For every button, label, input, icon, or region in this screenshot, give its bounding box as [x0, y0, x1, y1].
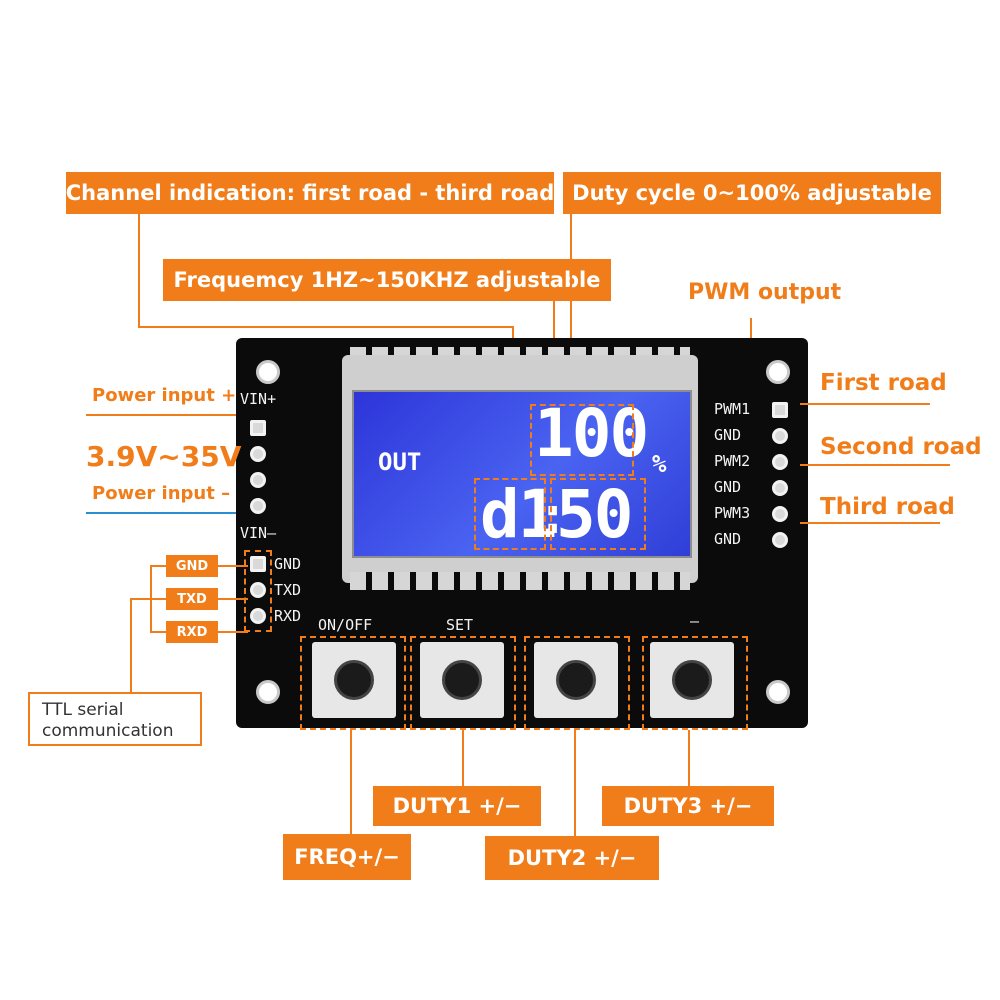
serial-pin-gnd	[250, 556, 266, 572]
second-road-label: Second road	[820, 434, 982, 460]
freq-label: FREQ+/−	[283, 834, 411, 880]
pwm-pin-3	[772, 454, 788, 470]
lcd-percent: %	[652, 450, 667, 478]
set-silk: SET	[446, 616, 474, 634]
lcd-bottom-left-highlight	[474, 478, 546, 550]
vin-pin-2	[250, 446, 266, 462]
duty3-button-highlight	[642, 636, 748, 730]
duty3-label: DUTY3 +/−	[602, 786, 774, 826]
serial-to-ttl-line	[130, 598, 132, 694]
gnd2-silk: GND	[714, 478, 742, 496]
vin-plus-silk: VIN+	[240, 390, 277, 408]
pwm-output-label: PWM output	[688, 280, 842, 305]
mount-hole-bl	[256, 680, 280, 704]
lcd-bottom-right-highlight	[550, 478, 646, 550]
pwm-pin-4	[772, 480, 788, 496]
vin-minus-silk: VIN–	[240, 524, 277, 542]
first-road-label: First road	[820, 370, 947, 396]
duty1-label: DUTY1 +/−	[373, 786, 541, 826]
pwm-pin-5	[772, 506, 788, 522]
channel-connector-h	[138, 326, 514, 328]
third-road-label: Third road	[820, 494, 955, 520]
duty2-button[interactable]	[556, 660, 596, 700]
minus-silk: –	[690, 612, 700, 630]
lcd-top-highlight	[530, 404, 634, 476]
serial-bracket-mid	[130, 598, 166, 600]
vin-pin-1	[250, 420, 266, 436]
txd-tag-line	[218, 598, 248, 600]
mount-hole-tr	[766, 360, 790, 384]
power-input-plus-label: Power input +	[92, 385, 237, 406]
channel-connector-v	[138, 214, 140, 328]
duty1-connector	[462, 730, 464, 788]
gnd1-silk: GND	[714, 426, 742, 444]
serial-bracket-top	[150, 565, 166, 567]
power-minus-line	[86, 512, 236, 514]
first-road-line	[800, 403, 930, 405]
mount-hole-tl	[256, 360, 280, 384]
lcd-out-label: OUT	[378, 448, 422, 476]
mount-hole-br	[766, 680, 790, 704]
txd-tag: TXD	[166, 588, 218, 610]
pwm-pin-1	[772, 402, 788, 418]
gnd3-silk: GND	[714, 530, 742, 548]
duty1-button[interactable]	[442, 660, 482, 700]
duty1-button-highlight	[410, 636, 516, 730]
pwm2-silk: PWM2	[714, 452, 751, 470]
freq-button-highlight	[300, 636, 406, 730]
vin-pin-4	[250, 498, 266, 514]
channel-indication-label: Channel indication: first road - third r…	[66, 172, 554, 214]
lcd-screen	[352, 390, 692, 558]
on-off-silk: ON/OFF	[318, 616, 373, 634]
rxd-tag-line	[218, 631, 248, 633]
pwm-pin-2	[772, 428, 788, 444]
duty3-connector	[688, 730, 690, 788]
lcd-top-value: 100	[534, 395, 649, 472]
ttl-line1: TTL serial	[42, 700, 124, 720]
pwm3-silk: PWM3	[714, 504, 751, 522]
pwm-pin-6	[772, 532, 788, 548]
ttl-line2: communication	[42, 721, 174, 741]
lcd-bottom-value: 50	[556, 476, 633, 553]
gnd-tag: GND	[166, 555, 218, 577]
vin-pin-3	[250, 472, 266, 488]
duty-connector	[570, 214, 572, 404]
rxd-tag: RXD	[166, 621, 218, 643]
power-plus-line	[86, 414, 236, 416]
serial-txd-silk: TXD	[274, 581, 302, 599]
third-road-line	[800, 522, 940, 524]
duty2-connector	[574, 730, 576, 838]
serial-bracket-bottom	[150, 631, 166, 633]
ttl-box	[28, 692, 202, 746]
second-road-line	[800, 464, 950, 466]
freq-button[interactable]	[334, 660, 374, 700]
duty2-button-highlight	[524, 636, 630, 730]
serial-header-highlight	[244, 550, 272, 632]
gnd-tag-line	[218, 565, 248, 567]
voltage-range-label: 3.9V~35V	[86, 440, 242, 473]
serial-pin-txd	[250, 582, 266, 598]
serial-pin-rxd	[250, 608, 266, 624]
lcd-pins-bottom	[350, 572, 690, 590]
power-input-minus-label: Power input –	[92, 483, 231, 504]
duty-cycle-label: Duty cycle 0~100% adjustable	[563, 172, 941, 214]
pwm1-silk: PWM1	[714, 400, 751, 418]
lcd-colon: :	[537, 486, 568, 546]
serial-rxd-silk: RXD	[274, 607, 302, 625]
freq-connector	[350, 730, 352, 854]
frequency-label: Frequemcy 1HZ~150KHZ adjustable	[163, 259, 611, 301]
duty3-button[interactable]	[672, 660, 712, 700]
duty2-label: DUTY2 +/−	[485, 836, 659, 880]
serial-gnd-silk: GND	[274, 555, 302, 573]
